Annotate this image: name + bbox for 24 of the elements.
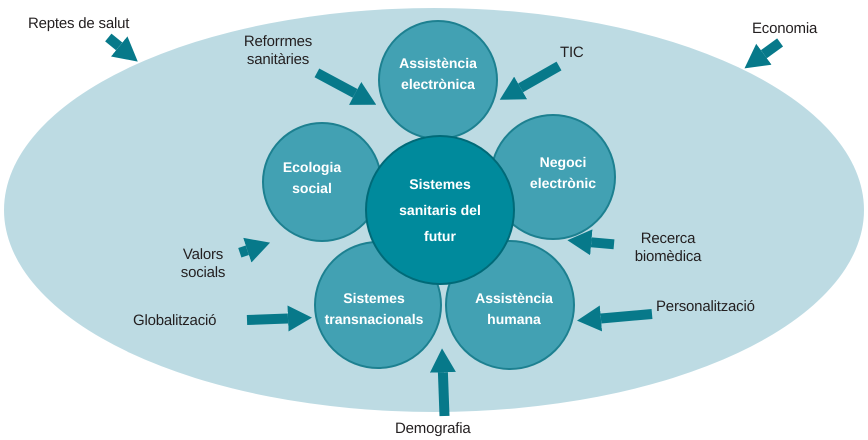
factor-label: Globalització bbox=[133, 312, 243, 332]
factor-label: Reforrmes sanitàries bbox=[228, 33, 328, 71]
factor-label: TIC bbox=[560, 44, 600, 64]
arrow bbox=[314, 68, 376, 105]
factor-label: Personalització bbox=[656, 298, 786, 318]
arrow bbox=[246, 306, 312, 332]
circle-label: Negoci electrònic bbox=[528, 153, 598, 193]
arrow bbox=[567, 229, 614, 256]
arrow bbox=[577, 306, 652, 332]
circle-label: Sistemes transnacionals bbox=[324, 289, 424, 329]
circle-label: Ecologia social bbox=[282, 158, 342, 198]
factor-label: Reptes de salut bbox=[28, 15, 158, 35]
circle-label: Assistència humana bbox=[474, 289, 554, 329]
factor-label: Demografia bbox=[395, 420, 495, 440]
factor-label: Valors socials bbox=[170, 246, 236, 284]
arrow bbox=[105, 34, 138, 62]
circle-label: Assistència electrònica bbox=[398, 54, 478, 94]
arrow bbox=[500, 62, 562, 100]
factor-label: Recerca biomèdica bbox=[618, 230, 718, 268]
arrow bbox=[430, 348, 456, 416]
factor-label: Economia bbox=[752, 20, 842, 40]
arrow bbox=[238, 238, 270, 263]
circle-label: Sistemes sanitaris del futur bbox=[398, 175, 482, 246]
arrow bbox=[744, 38, 784, 68]
